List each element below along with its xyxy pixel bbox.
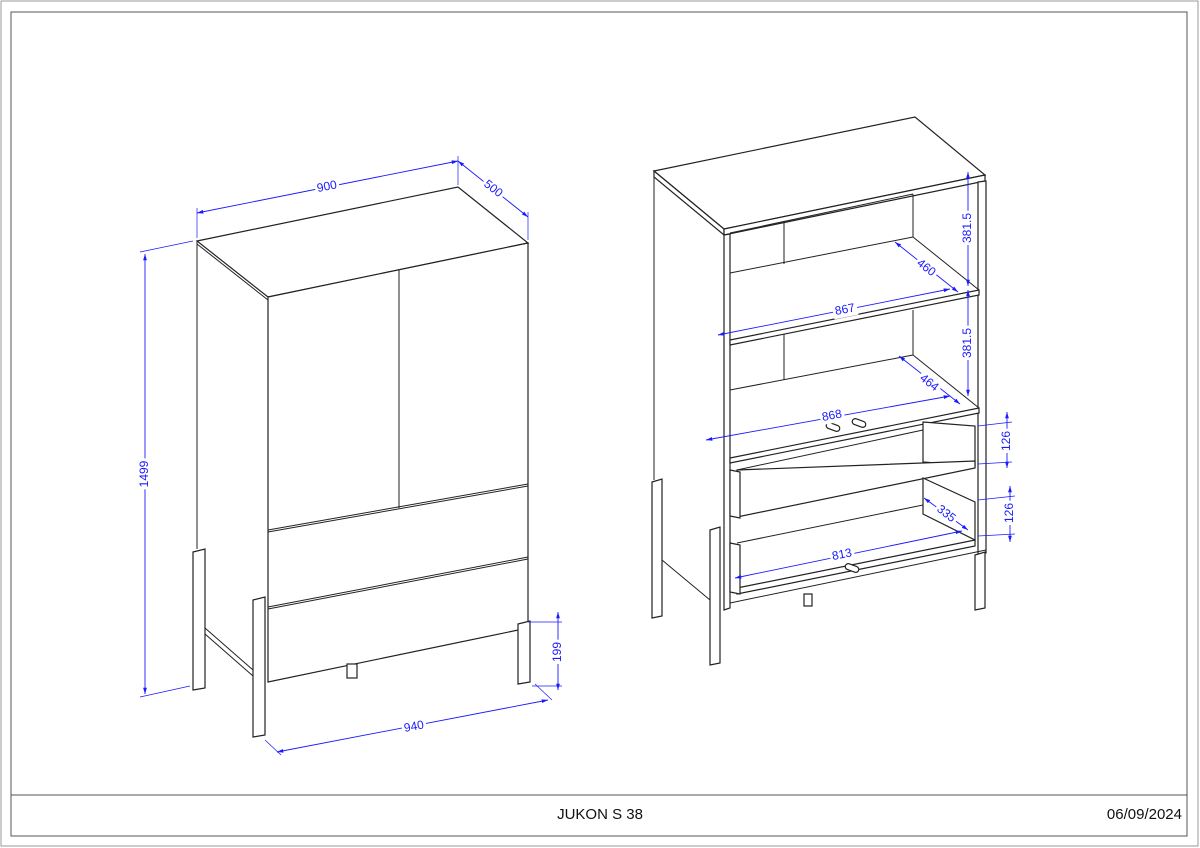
dim-label-background bbox=[400, 715, 428, 737]
dim-label-width-legs: 940 bbox=[403, 717, 426, 735]
dim-label-drawer-width: 813 bbox=[831, 545, 854, 563]
dim-label-background bbox=[998, 428, 1015, 454]
dim-label-height: 1499 bbox=[137, 460, 151, 487]
leg-back-left bbox=[651, 478, 663, 619]
right-panel-front bbox=[977, 180, 987, 556]
center-foot bbox=[803, 593, 813, 607]
drawing-frame bbox=[10, 11, 1188, 837]
dim-label-background bbox=[136, 458, 153, 490]
dim-label-leg-height: 199 bbox=[550, 642, 564, 662]
dim-label-background bbox=[959, 325, 976, 361]
dim-label-drawer1-height: 126 bbox=[999, 431, 1013, 451]
stretcher bbox=[661, 559, 711, 601]
center-foot bbox=[346, 663, 358, 679]
stretcher bbox=[204, 627, 254, 671]
dim-label-upper-gap: 381.5 bbox=[960, 213, 974, 243]
dim-label-background bbox=[912, 253, 942, 282]
dim-label-drawer2-height: 126 bbox=[1002, 503, 1016, 523]
dim-label-width-top: 900 bbox=[316, 177, 339, 195]
drawing-date: 06/09/2024 bbox=[1106, 806, 1182, 823]
closed-dimensions: 900 500 1499 940 199 bbox=[136, 156, 566, 756]
dim-label-background bbox=[1001, 500, 1018, 526]
dim-label-shelf1-width: 867 bbox=[834, 300, 857, 318]
door-bottom bbox=[267, 483, 529, 531]
dim-label-background bbox=[549, 639, 566, 665]
leg-front-left bbox=[252, 596, 266, 738]
dim-label-background bbox=[828, 543, 856, 565]
leg-front-right bbox=[517, 620, 531, 685]
dim-label-background bbox=[932, 499, 962, 528]
leg-front-right bbox=[974, 551, 986, 611]
drawer-1-side bbox=[922, 421, 976, 467]
dim-label-background bbox=[313, 175, 341, 197]
dim-label-shelf2-width: 868 bbox=[821, 406, 844, 423]
leg-back-left bbox=[192, 548, 206, 691]
dim-label-middle-gap: 381.5 bbox=[960, 328, 974, 358]
product-title: JUKON S 38 bbox=[557, 806, 643, 823]
shelf-1 bbox=[729, 289, 980, 346]
leg-front-left bbox=[709, 526, 721, 666]
dim-label-background bbox=[915, 368, 945, 397]
dim-label-background bbox=[959, 210, 976, 246]
drawer-split bbox=[267, 556, 529, 608]
dim-label-background bbox=[818, 405, 846, 426]
dim-label-background bbox=[479, 174, 509, 203]
front-face bbox=[267, 242, 529, 683]
dim-label-background bbox=[831, 298, 859, 320]
closed-cabinet bbox=[192, 186, 531, 738]
left-panel-front bbox=[723, 233, 731, 611]
base bbox=[729, 549, 987, 604]
